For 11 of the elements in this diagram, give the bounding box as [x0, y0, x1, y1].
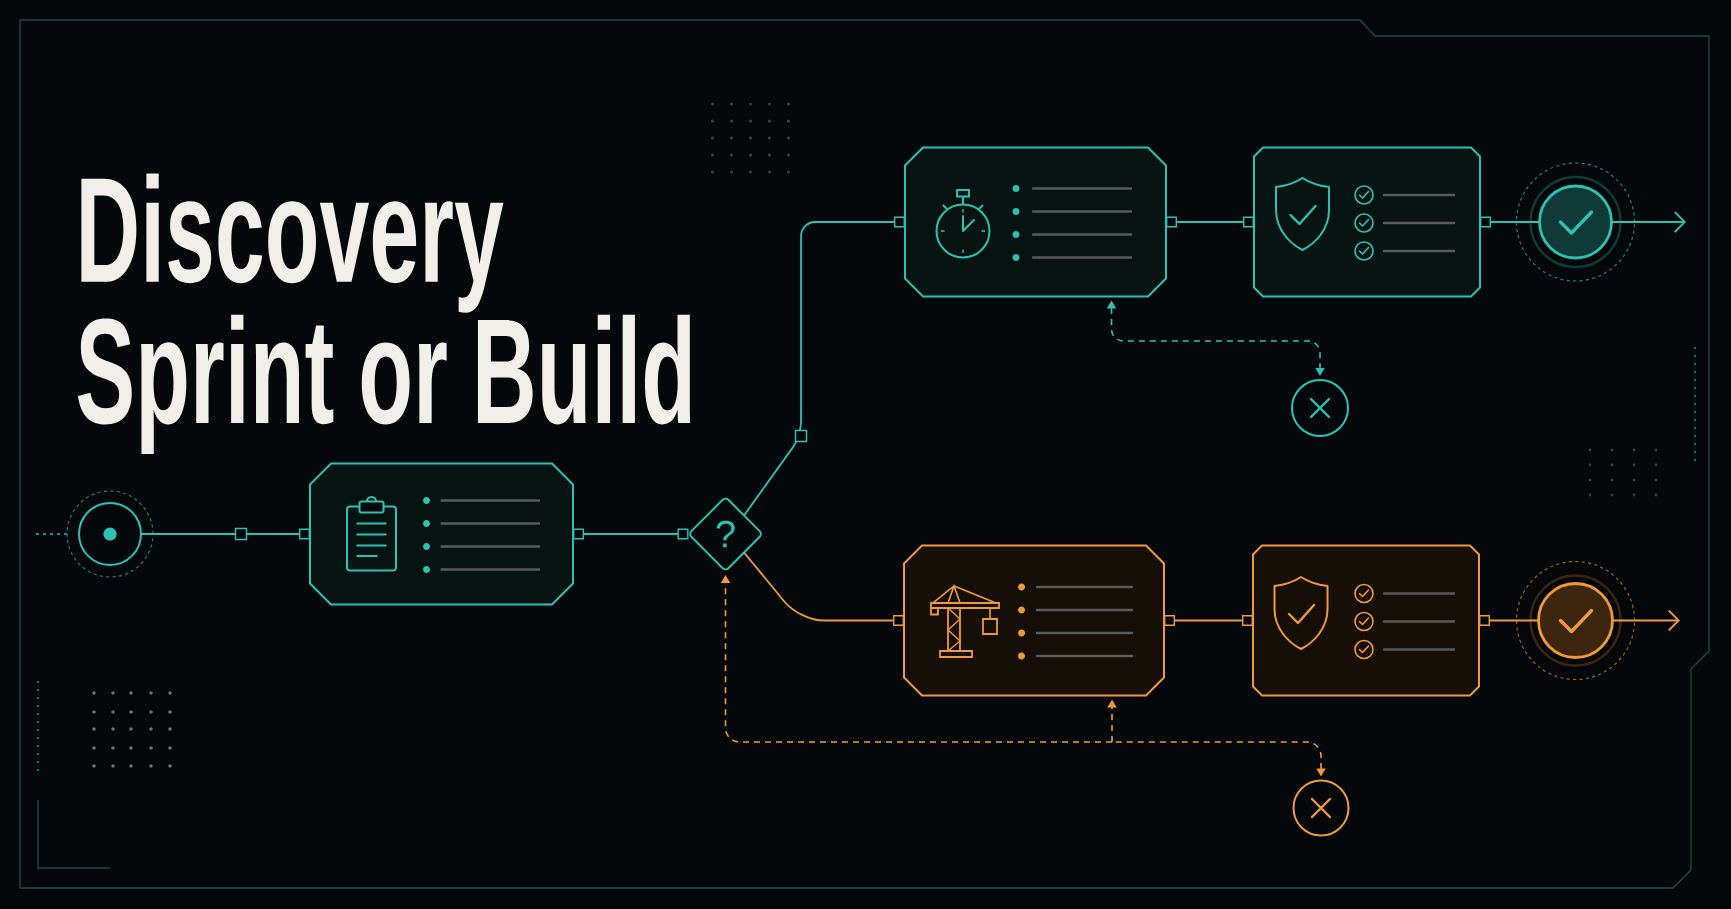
- start-circle: [78, 502, 142, 566]
- end-circle: [1291, 379, 1349, 437]
- end-circle: [1537, 582, 1614, 659]
- process-box: [1253, 146, 1481, 298]
- title: Discovery Sprint or Build: [78, 173, 691, 454]
- process-box: [309, 462, 574, 606]
- process-box: [1252, 544, 1480, 697]
- process-box: [903, 544, 1165, 697]
- end-circle: [1538, 184, 1613, 260]
- end-circle: [1292, 779, 1350, 837]
- process-box: [904, 146, 1167, 298]
